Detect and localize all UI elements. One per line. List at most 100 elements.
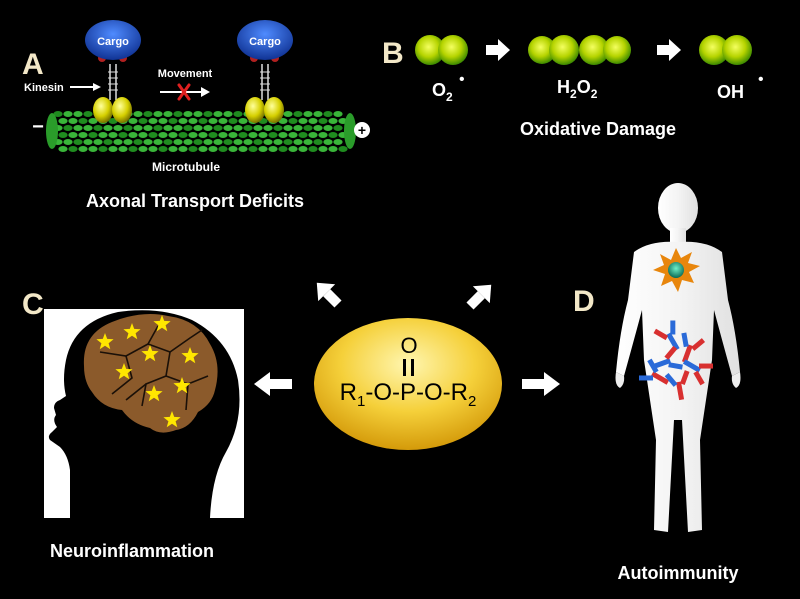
tubulin-dimer <box>58 132 68 138</box>
tubulin-dimer <box>173 125 183 131</box>
arrow-to-panel-c <box>254 372 292 396</box>
superoxide-label: O2 <box>432 80 453 104</box>
tubulin-dimer <box>313 125 323 131</box>
tubulin-dimer <box>133 125 143 131</box>
tubulin-dimer <box>78 118 88 124</box>
tubulin-dimer <box>188 118 198 124</box>
tubulin-dimer <box>148 118 158 124</box>
tubulin-dimer <box>233 139 243 145</box>
tubulin-dimer <box>153 139 163 145</box>
tubulin-dimer <box>163 139 173 145</box>
tubulin-dimer <box>298 118 308 124</box>
tubulin-dimer <box>58 118 68 124</box>
top-oxygen-label: O <box>400 333 417 358</box>
arrow-to-panel-d <box>522 372 560 396</box>
tubulin-dimer <box>78 146 88 152</box>
tubulin-dimer <box>138 132 148 138</box>
tubulin-dimer <box>68 118 78 124</box>
svg-text:Cargo: Cargo <box>249 36 281 48</box>
tubulin-dimer <box>88 118 98 124</box>
star-icon <box>141 345 159 362</box>
tubulin-dimer <box>313 139 323 145</box>
arrow-1 <box>486 39 510 61</box>
tubulin-dimer <box>283 125 293 131</box>
organophosphate-formula: R1-O-P-O-R2 <box>340 379 477 410</box>
tubulin-dimer <box>268 132 278 138</box>
tubulin-dimer <box>228 132 238 138</box>
tubulin-dimer <box>333 139 343 145</box>
tubulin-dimer <box>278 132 288 138</box>
tubulin-dimer <box>138 146 148 152</box>
tubulin-dimer <box>258 132 268 138</box>
tubulin-dimer <box>133 139 143 145</box>
tubulin-dimer <box>328 146 338 152</box>
tubulin-dimer <box>193 111 203 117</box>
tubulin-dimer <box>218 118 228 124</box>
tubulin-dimer <box>158 118 168 124</box>
brain-fissures <box>99 325 209 411</box>
inflammation-stars <box>96 315 199 428</box>
antibody-5 <box>682 359 713 386</box>
tubulin-dimer <box>88 132 98 138</box>
kinesin-label: Kinesin <box>24 82 64 94</box>
tubulin-dimer <box>278 146 288 152</box>
tubulin-dimer <box>98 132 108 138</box>
tubulin-dimer <box>248 132 258 138</box>
tubulin-dimer <box>83 111 93 117</box>
tubulin-dimer <box>193 139 203 145</box>
antibody-4 <box>639 358 670 385</box>
tubulin-dimer <box>338 146 348 152</box>
tubulin-dimer <box>63 111 73 117</box>
tubulin-dimer <box>323 111 333 117</box>
tubulin-dimer <box>168 132 178 138</box>
tubulin-dimer <box>333 111 343 117</box>
tubulin-dimer <box>103 139 113 145</box>
star-icon <box>181 347 199 364</box>
tubulin-dimer <box>228 146 238 152</box>
microtubule-end <box>344 113 356 149</box>
tubulin-dimer <box>283 139 293 145</box>
panel-d-title: Autoimmunity <box>618 563 739 583</box>
tubulin-dimer <box>273 125 283 131</box>
tubulin-dimer <box>203 111 213 117</box>
tubulin-dimer <box>208 146 218 152</box>
panel-a-letter: A <box>22 48 44 81</box>
star-icon <box>123 323 141 340</box>
tubulin-dimer <box>313 111 323 117</box>
star-icon <box>145 385 163 402</box>
tubulin-dimer <box>238 118 248 124</box>
hydroxyl-label: OH <box>717 82 744 102</box>
tubulin-dimer <box>208 118 218 124</box>
tubulin-dimer <box>303 111 313 117</box>
tubulin-dimer <box>163 125 173 131</box>
tubulin-dimer <box>223 125 233 131</box>
tubulin-dimer <box>83 125 93 131</box>
tubulin-dimer <box>318 132 328 138</box>
panel-d: D <box>573 183 741 583</box>
tubulin-dimer <box>153 111 163 117</box>
tubulin-dimer <box>163 111 173 117</box>
tubulin-dimer <box>208 132 218 138</box>
arrow-to-panel-a <box>316 282 342 308</box>
panel-d-letter: D <box>573 285 595 318</box>
star-icon <box>153 315 171 332</box>
tubulin-dimer <box>83 139 93 145</box>
tubulin-dimer <box>173 111 183 117</box>
cargo-right: Cargo <box>237 20 293 62</box>
microtubule <box>46 111 356 152</box>
tubulin-dimer <box>133 111 143 117</box>
tubulin-dimer <box>203 139 213 145</box>
tubulin-dimer <box>328 118 338 124</box>
tubulin-dimer <box>303 125 313 131</box>
antibody-1 <box>653 320 680 351</box>
tubulin-dimer <box>178 146 188 152</box>
tubulin-dimer <box>178 118 188 124</box>
tubulin-dimer <box>183 125 193 131</box>
tubulin-dimer <box>138 118 148 124</box>
tubulin-dimer <box>108 132 118 138</box>
tubulin-dimer <box>328 132 338 138</box>
panel-c-letter: C <box>22 288 44 321</box>
tubulin-dimer <box>108 146 118 152</box>
plus-end-marker <box>354 122 370 138</box>
